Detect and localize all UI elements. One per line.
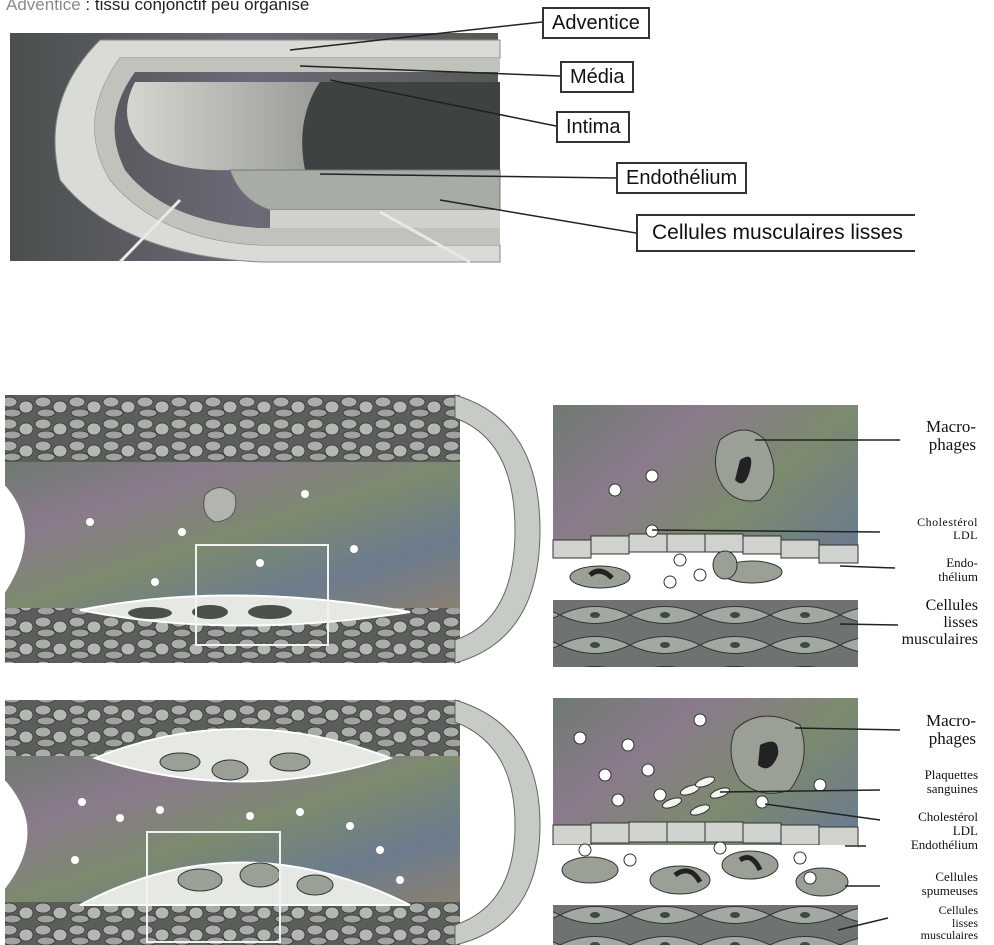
healthy-label-ldl: Cholestérol LDL [917, 516, 978, 541]
plaque-label-endothelium: Endothélium [911, 838, 978, 852]
zoom-panel-plaque [553, 698, 858, 945]
label-media: Média [560, 61, 634, 93]
healthy-macrophages-line1: Macro- [926, 418, 976, 436]
healthy-macrophages-line2: phages [926, 436, 976, 454]
healthy-smc-line2: lisses [902, 615, 978, 632]
healthy-label-smc: Cellules lisses musculaires [902, 598, 978, 648]
label-intima: Intima [556, 111, 630, 143]
label-adventice: Adventice [542, 7, 650, 39]
healthy-endothelium-line1: Endo- [938, 556, 978, 570]
plaque-foam-line1: Cellules [922, 870, 978, 884]
plaque-label-macrophages: Macro- phages [926, 712, 976, 748]
label-smc: Cellules musculaires lisses [636, 214, 915, 252]
plaque-label-smc: Cellules lisses musculaires [921, 904, 978, 942]
plaque-smc-line1: Cellules [921, 904, 978, 917]
healthy-ldl-line1: Cholestérol [917, 516, 978, 529]
plaque-macrophages-line1: Macro- [926, 712, 976, 730]
plaque-label-foam: Cellules spumeuses [922, 870, 978, 897]
plaque-platelets-line1: Plaquettes [925, 768, 978, 782]
healthy-smc-line3: musculaires [902, 632, 978, 649]
artery-section-healthy [0, 395, 540, 663]
label-endothelium: Endothélium [616, 162, 747, 194]
plaque-label-platelets: Plaquettes sanguines [925, 768, 978, 795]
zoom-panel-healthy [553, 405, 858, 667]
plaque-foam-line2: spumeuses [922, 884, 978, 898]
plaque-ldl-line1: Cholestérol [918, 810, 978, 824]
artery-cutaway [10, 33, 500, 262]
plaque-smc-line3: musculaires [921, 929, 978, 942]
healthy-smc-line1: Cellules [902, 598, 978, 615]
plaque-ldl-line2: LDL [918, 824, 978, 838]
healthy-label-macrophages: Macro- phages [926, 418, 976, 454]
plaque-macrophages-line2: phages [926, 730, 976, 748]
healthy-ldl-line2: LDL [917, 529, 978, 542]
plaque-platelets-line2: sanguines [925, 782, 978, 796]
healthy-label-endothelium: Endo- thélium [938, 556, 978, 583]
plaque-label-ldl: Cholestérol LDL [918, 810, 978, 837]
healthy-endothelium-line2: thélium [938, 570, 978, 584]
artery-section-plaque [0, 700, 540, 945]
